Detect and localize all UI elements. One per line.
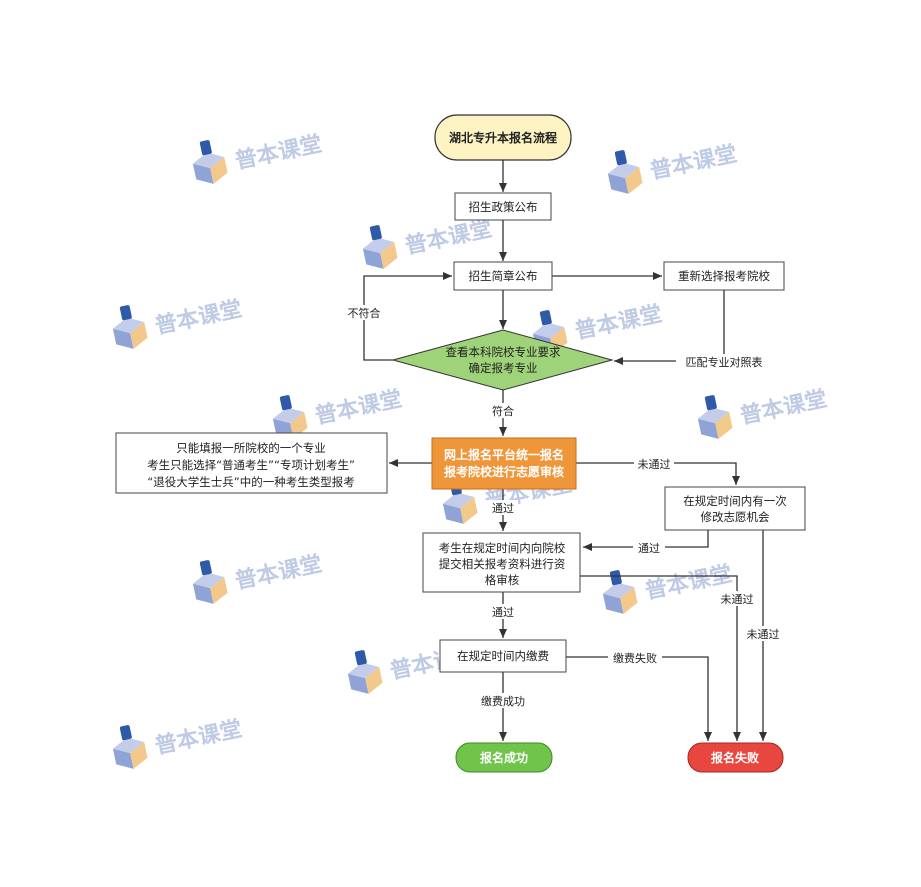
edge-modify-to-submit xyxy=(583,530,709,551)
edge-label-layer: 不符合 匹配专业对照表 符合 未通过 通过 通过 未通过 未通过 通过 缴费失败… xyxy=(342,305,785,708)
svg-text:修改志愿机会: 修改志愿机会 xyxy=(701,510,770,524)
svg-text:普本课堂: 普本课堂 xyxy=(738,386,829,430)
node-note: 只能填报一所院校的一个专业 考生只能选择“普通考生”“专项计划考生” “退役大学… xyxy=(115,432,388,494)
node-register: 网上报名平台统一报名 报考院校进行志愿审核 xyxy=(431,437,577,490)
svg-text:招生简章公布: 招生简章公布 xyxy=(469,269,538,283)
node-success: 报名成功 xyxy=(455,742,553,773)
svg-text:确定报考专业: 确定报考专业 xyxy=(469,361,538,375)
node-policy: 招生政策公布 xyxy=(454,192,552,221)
svg-text:在规定时间内有一次: 在规定时间内有一次 xyxy=(683,494,787,508)
svg-text:普本课堂: 普本课堂 xyxy=(153,296,244,340)
watermark: 普本课堂 xyxy=(188,131,324,188)
node-reselect: 重新选择报考院校 xyxy=(663,261,785,291)
edge-label-passed-3: 通过 xyxy=(492,606,514,619)
svg-text:报名失败: 报名失败 xyxy=(711,750,759,765)
svg-text:普本课堂: 普本课堂 xyxy=(313,386,404,430)
svg-text:只能填报一所院校的一个专业: 只能填报一所院校的一个专业 xyxy=(176,441,326,455)
svg-text:重新选择报考院校: 重新选择报考院校 xyxy=(678,269,770,283)
edge-label-not-passed-3: 未通过 xyxy=(747,628,780,641)
node-pay: 在规定时间内缴费 xyxy=(439,639,567,673)
edge-label-pay-success: 缴费成功 xyxy=(481,694,525,708)
edge-label-match: 符合 xyxy=(492,404,514,418)
svg-text:招生政策公布: 招生政策公布 xyxy=(469,200,538,214)
node-fail: 报名失败 xyxy=(687,742,784,773)
node-layer: 湖北专升本报名流程 招生政策公布 招生简章公布 重新选择报考院校 查看本科院校专… xyxy=(115,114,806,773)
watermark: 普本课堂 xyxy=(188,551,324,608)
svg-text:普本课堂: 普本课堂 xyxy=(233,551,324,595)
watermark: 普本课堂 xyxy=(603,141,739,198)
svg-text:报考院校进行志愿审核: 报考院校进行志愿审核 xyxy=(444,464,564,479)
svg-text:提交相关报考资料进行资: 提交相关报考资料进行资 xyxy=(439,557,566,571)
svg-text:在规定时间内缴费: 在规定时间内缴费 xyxy=(457,649,549,663)
svg-text:网上报名平台统一报名: 网上报名平台统一报名 xyxy=(444,447,564,462)
edge-pay-to-fail xyxy=(566,656,712,741)
svg-text:普本课堂: 普本课堂 xyxy=(403,216,494,260)
svg-text:考生只能选择“普通考生”“专项计划考生”: 考生只能选择“普通考生”“专项计划考生” xyxy=(147,458,355,472)
edge-label-not-passed-2: 未通过 xyxy=(721,593,754,606)
svg-text:普本课堂: 普本课堂 xyxy=(573,301,664,345)
node-modify: 在规定时间内有一次 修改志愿机会 xyxy=(664,486,806,531)
svg-text:格审核: 格审核 xyxy=(485,573,520,587)
svg-text:普本课堂: 普本课堂 xyxy=(648,141,739,185)
edge-label-match-table: 匹配专业对照表 xyxy=(686,355,763,369)
svg-text:考生在规定时间内向院校: 考生在规定时间内向院校 xyxy=(439,541,566,555)
edge-label-not-passed-1: 未通过 xyxy=(638,458,671,471)
node-submit: 考生在规定时间内向院校 提交相关报考资料进行资 格审核 xyxy=(422,532,581,593)
edge-submit-to-fail xyxy=(580,575,741,741)
edge-label-pay-fail: 缴费失败 xyxy=(613,651,657,665)
edge-label-not-match: 不符合 xyxy=(348,306,381,320)
edge-label-passed-2: 通过 xyxy=(638,542,660,555)
svg-text:普本课堂: 普本课堂 xyxy=(153,716,244,760)
watermark: 普本课堂 xyxy=(268,386,404,443)
watermark: 普本课堂 xyxy=(108,716,244,773)
svg-text:湖北专升本报名流程: 湖北专升本报名流程 xyxy=(449,130,557,145)
svg-text:“退役大学生士兵”中的一种考生类型报考: “退役大学生士兵”中的一种考生类型报考 xyxy=(147,475,354,489)
svg-text:报名成功: 报名成功 xyxy=(480,750,528,765)
watermark: 普本课堂 xyxy=(693,386,829,443)
connector-layer xyxy=(363,160,767,741)
watermark: 普本课堂 xyxy=(108,296,244,353)
node-title: 湖北专升本报名流程 xyxy=(434,114,572,161)
edge-register-to-modify xyxy=(576,462,740,485)
node-brochure: 招生简章公布 xyxy=(453,261,553,291)
node-check-diamond: 查看本科院校专业要求 确定报考专业 xyxy=(391,329,614,391)
edge-label-passed-1: 通过 xyxy=(492,502,514,515)
svg-text:查看本科院校专业要求: 查看本科院校专业要求 xyxy=(446,345,561,359)
svg-text:普本课堂: 普本课堂 xyxy=(233,131,324,175)
watermark: 普本课堂 xyxy=(598,561,734,618)
